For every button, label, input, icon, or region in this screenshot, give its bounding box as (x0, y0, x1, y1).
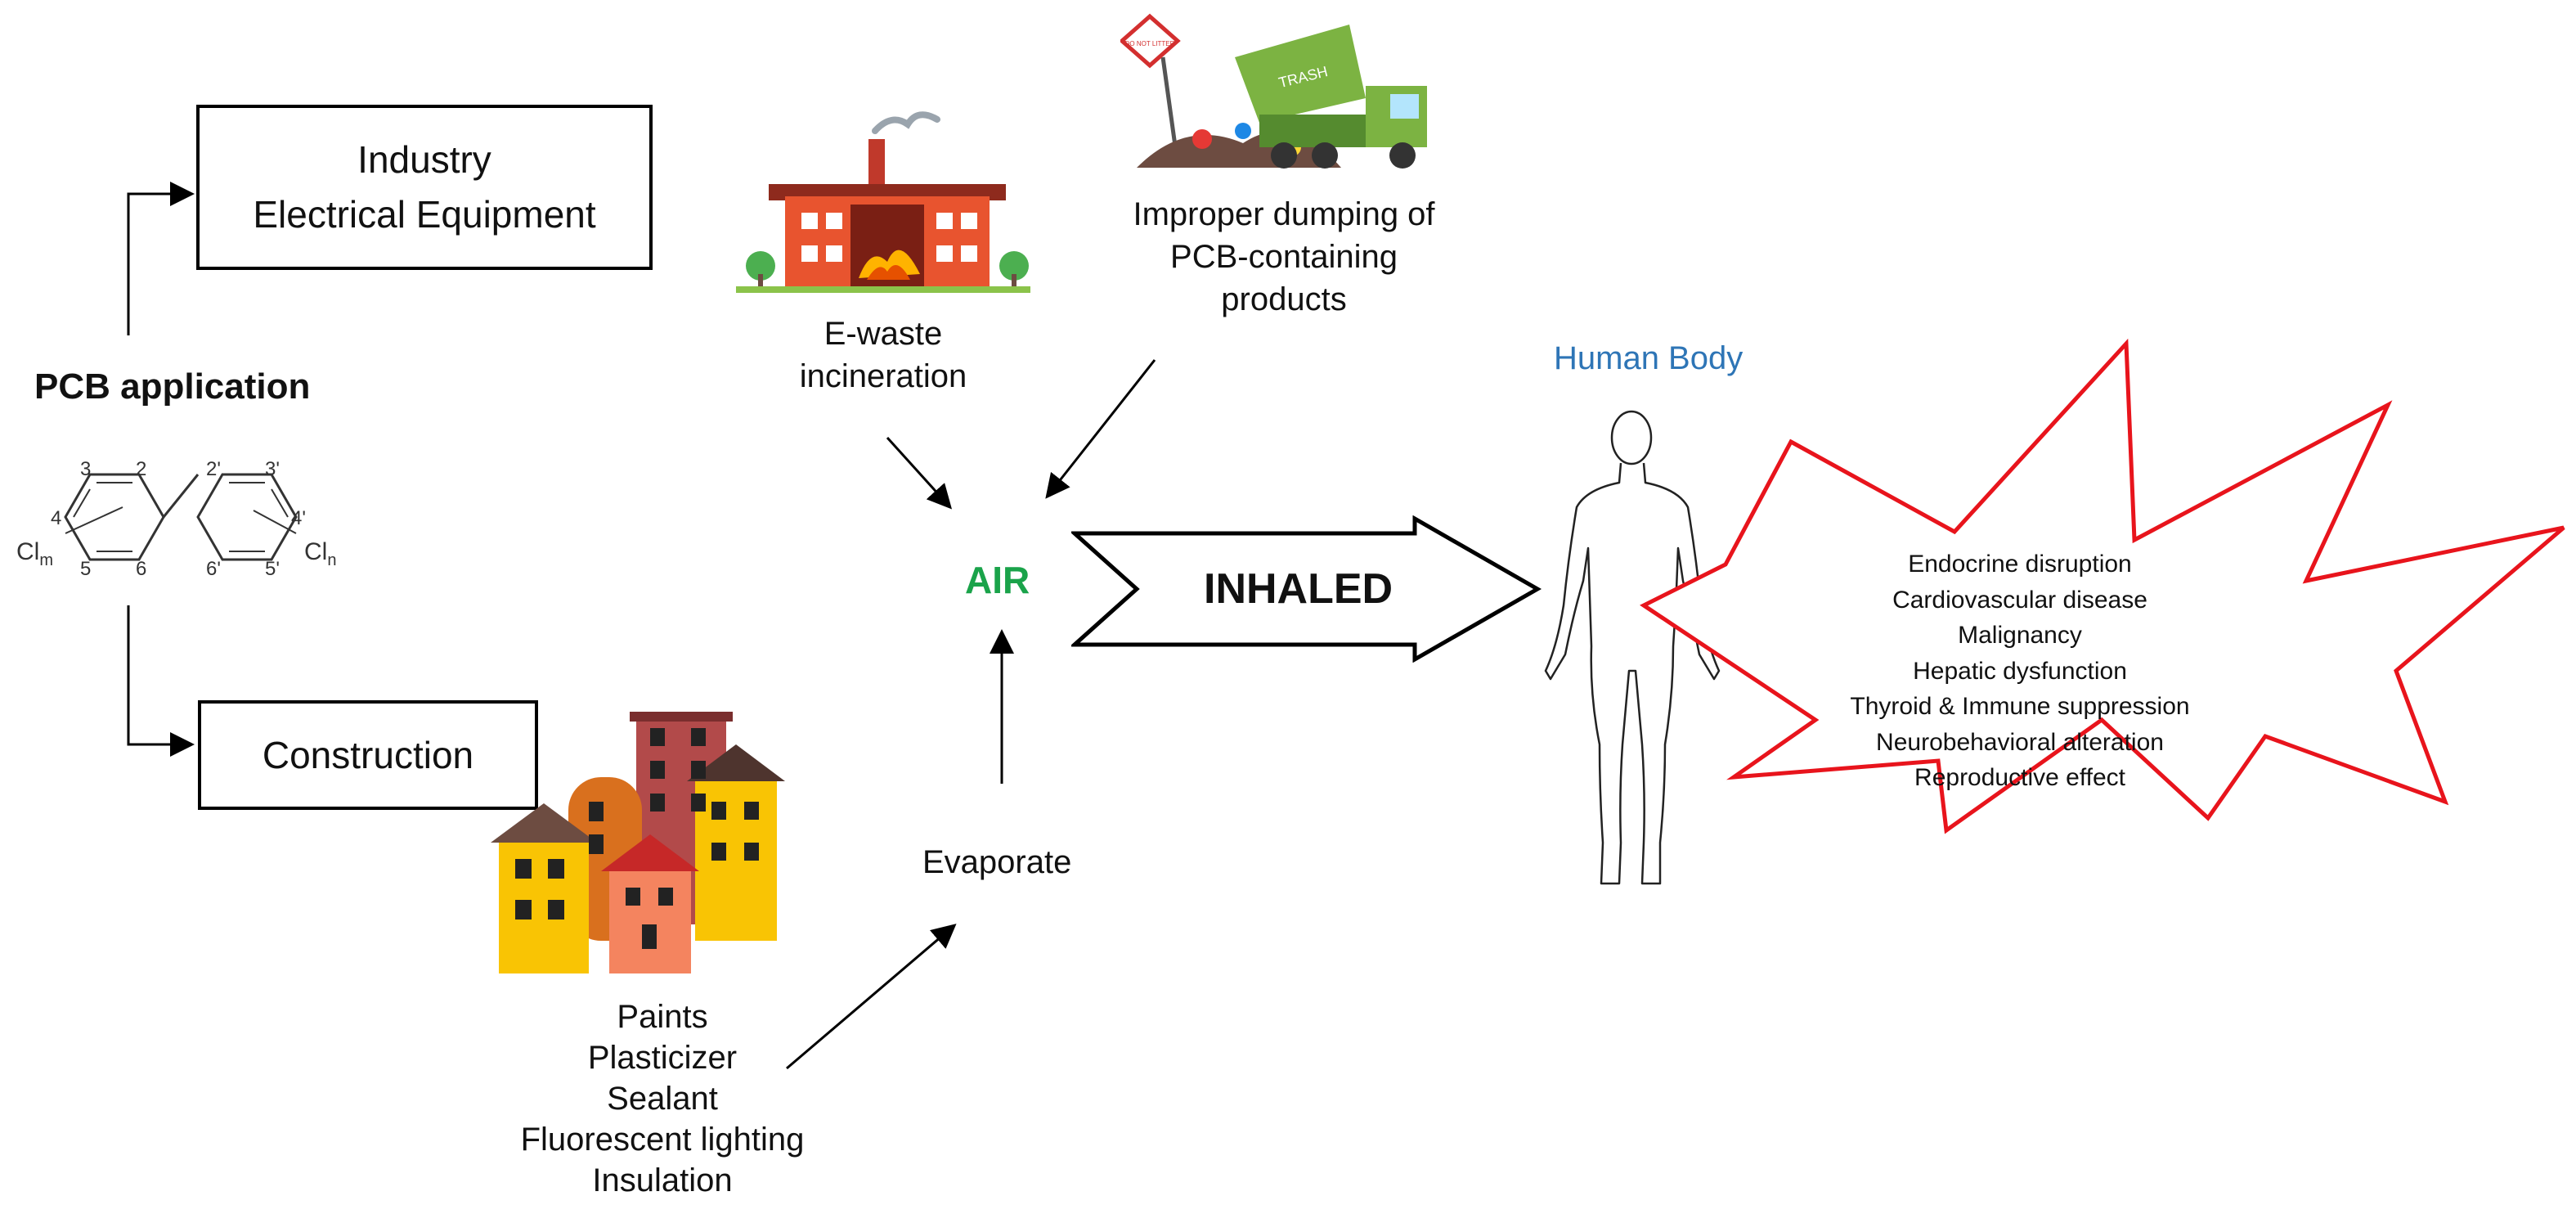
ring-position-6-prime: 6' (206, 558, 221, 580)
arrow-materials-to-evaporate (786, 924, 957, 1070)
ring-position-5-prime: 5' (265, 558, 280, 580)
health-effects-burst (1640, 338, 2565, 834)
ring-position-4-prime: 4' (291, 507, 306, 529)
electrical-equipment-label: Electrical Equipment (253, 193, 596, 236)
ring-position-3-prime: 3' (265, 458, 280, 480)
material-item: Plasticizer (587, 1040, 738, 1076)
biphenyl-structure-icon (64, 473, 298, 561)
arrow-to-industry (127, 182, 195, 335)
material-item: Sealant (607, 1081, 718, 1117)
effect-item: Hepatic dysfunction (1913, 657, 2127, 685)
effect-item: Reproductive effect (1914, 764, 2125, 791)
no-litter-sign-text: DO NOT LITTER (1125, 40, 1175, 47)
pcb-source: PCB application 3 2 4 5 6 2' 3' 4' 6' (16, 360, 343, 605)
construction-box: Construction (198, 700, 538, 810)
arrow-dumping-to-air (1045, 359, 1156, 499)
inhaled-label: INHALED (1204, 565, 1393, 613)
buildings-icon (491, 712, 785, 973)
arrow-to-construction (127, 605, 195, 757)
factory-icon (736, 111, 1030, 293)
industry-label: Industry (357, 138, 491, 182)
evaporate-label: Evaporate (922, 844, 1072, 880)
improper-dumping-label: Improper dumping of PCB-containing produ… (1133, 196, 1435, 317)
ring-position-2: 2 (136, 458, 147, 480)
arrow-ewaste-to-air (886, 436, 953, 510)
industry-box: Industry Electrical Equipment (196, 105, 653, 270)
effect-item: Cardiovascular disease (1892, 586, 2147, 614)
ring-position-4: 4 (51, 507, 62, 529)
construction-label: Construction (262, 733, 474, 776)
pcb-application-title: PCB application (34, 366, 311, 407)
air-label: AIR (965, 559, 1030, 601)
inhaled-arrow (1071, 515, 1542, 663)
material-item: Fluorescent lighting (520, 1122, 805, 1158)
material-item: Paints (617, 999, 708, 1035)
ring-position-5: 5 (80, 558, 92, 580)
effect-item: Thyroid & Immune suppression (1850, 693, 2190, 720)
chlorine-right-label: Cln (304, 538, 337, 569)
construction-materials-list: Paints Plasticizer Sealant Fluorescent l… (491, 996, 834, 1201)
human-body-label: Human Body (1554, 340, 1744, 376)
material-item: Insulation (592, 1162, 733, 1198)
effect-item: Malignancy (1958, 622, 2082, 649)
chlorine-left-label: Clm (16, 538, 54, 569)
effect-item: Neurobehavioral alteration (1876, 728, 2164, 756)
ring-position-6: 6 (136, 558, 147, 580)
effect-item: Endocrine disruption (1908, 551, 2132, 578)
ring-position-2-prime: 2' (206, 458, 221, 480)
ewaste-incineration-label: E-waste incineration (799, 316, 967, 394)
health-effects-list: Endocrine disruption Cardiovascular dise… (1775, 546, 2265, 796)
human-body-icon (1544, 410, 1721, 885)
trash-truck-icon: DO NOT LITTER TRASH (1120, 13, 1427, 169)
ring-position-3: 3 (80, 458, 92, 480)
